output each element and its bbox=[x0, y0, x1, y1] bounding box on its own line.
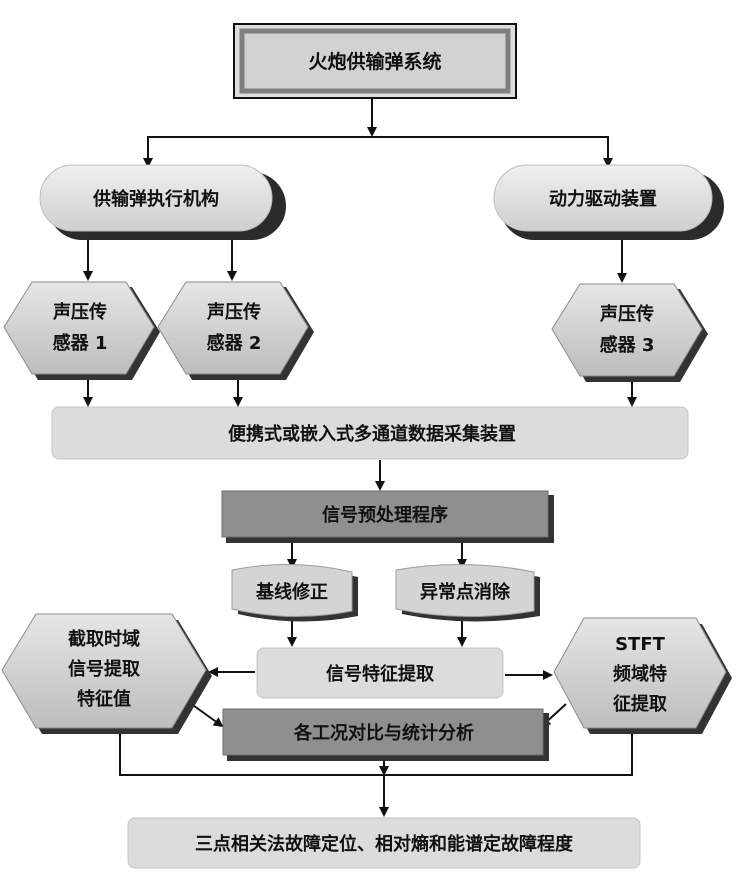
sensor2-hexagon: 声压传 感器 2 bbox=[158, 282, 314, 380]
baseline-label: 基线修正 bbox=[255, 581, 328, 603]
analysis-box: 各工况对比与统计分析 bbox=[223, 709, 549, 761]
feature-label: 信号特征提取 bbox=[326, 663, 435, 685]
connector-time-analysis bbox=[190, 703, 222, 726]
time-label-line3: 特征值 bbox=[77, 688, 131, 710]
system-label: 火炮供输弹系统 bbox=[308, 50, 441, 73]
time-label-line1: 截取时域 bbox=[68, 628, 140, 650]
sensor3-label-line1: 声压传 bbox=[599, 303, 654, 325]
system-box: 火炮供输弹系统 bbox=[234, 24, 516, 98]
power-pill: 动力驱动装置 bbox=[494, 165, 724, 240]
time-domain-hexagon: 截取时域 信号提取 特征值 bbox=[2, 614, 212, 734]
sensor1-label-line2: 感器 1 bbox=[53, 332, 108, 354]
connector-split-right bbox=[372, 137, 608, 166]
preprocess-box: 信号预处理程序 bbox=[222, 491, 554, 543]
result-box: 三点相关法故障定位、相对熵和能谱定故障程度 bbox=[128, 818, 640, 868]
stft-label-line1: STFT bbox=[615, 634, 666, 655]
baseline-wave-box: 基线修正 bbox=[232, 564, 358, 621]
power-label: 动力驱动装置 bbox=[549, 188, 657, 210]
mechanism-pill: 供输弹执行机构 bbox=[40, 165, 286, 240]
sensor2-label-line1: 声压传 bbox=[206, 301, 261, 323]
outlier-label: 异常点消除 bbox=[420, 581, 511, 603]
feature-box: 信号特征提取 bbox=[257, 648, 503, 698]
daq-box: 便携式或嵌入式多通道数据采集装置 bbox=[52, 407, 688, 459]
analysis-label: 各工况对比与统计分析 bbox=[293, 722, 474, 744]
sensor1-hexagon: 声压传 感器 1 bbox=[4, 282, 160, 380]
daq-label: 便携式或嵌入式多通道数据采集装置 bbox=[228, 423, 516, 445]
sensor1-label-line1: 声压传 bbox=[52, 301, 107, 323]
sensor3-label-line2: 感器 3 bbox=[600, 334, 655, 356]
stft-hexagon: STFT 频域特 征提取 bbox=[554, 618, 732, 734]
stft-label-line2: 频域特 bbox=[613, 663, 667, 685]
stft-label-line3: 征提取 bbox=[613, 693, 668, 715]
preprocess-label: 信号预处理程序 bbox=[322, 504, 448, 526]
sensor2-label-line2: 感器 2 bbox=[207, 332, 262, 354]
connector-split-left bbox=[148, 137, 372, 166]
sensor3-hexagon: 声压传 感器 3 bbox=[552, 284, 708, 382]
time-label-line2: 信号提取 bbox=[68, 658, 141, 680]
result-label: 三点相关法故障定位、相对熵和能谱定故障程度 bbox=[195, 833, 574, 855]
mechanism-label: 供输弹执行机构 bbox=[92, 188, 219, 210]
outlier-wave-box: 异常点消除 bbox=[396, 564, 540, 621]
